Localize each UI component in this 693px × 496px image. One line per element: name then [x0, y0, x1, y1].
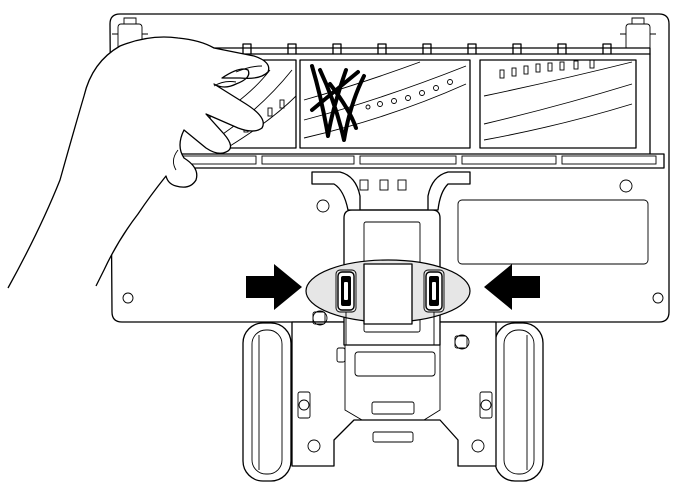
screw-hole: [122, 292, 134, 304]
arrow-left-icon: [484, 264, 540, 310]
latch-center-plate: [363, 263, 413, 325]
rear-plate: [291, 321, 497, 467]
left-wheel: [242, 322, 292, 482]
arrow-right-icon: [246, 264, 302, 310]
hair-tangle-icon: [310, 64, 366, 142]
rear-slot: [354, 351, 436, 377]
label-panel: [457, 199, 649, 265]
rear-clip: [371, 401, 415, 415]
release-latch-right: [425, 271, 443, 311]
hand-icon: [7, 36, 270, 289]
screw-hole: [619, 179, 633, 193]
release-latch-left: [337, 271, 355, 311]
screw-hole: [652, 292, 664, 304]
screw-hole: [316, 199, 330, 213]
right-wheel: [494, 322, 544, 482]
